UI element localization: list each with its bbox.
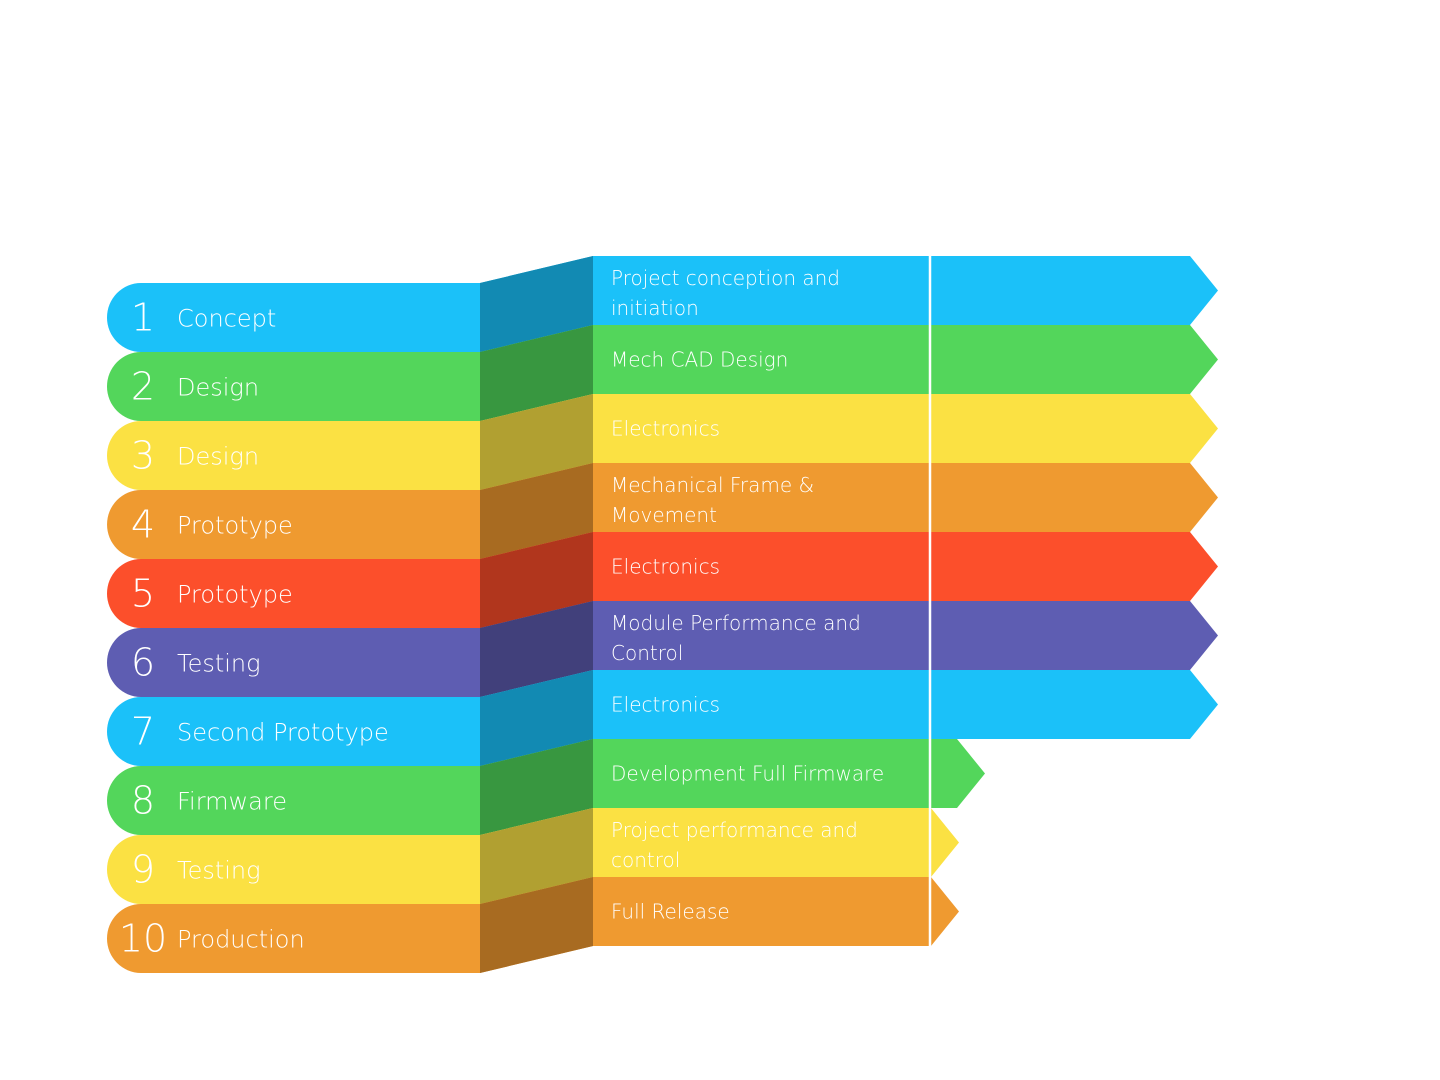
connector-shade xyxy=(480,463,593,559)
stage-name: Prototype xyxy=(177,512,293,540)
task-arrow xyxy=(593,463,1218,532)
stage-number: 3 xyxy=(131,434,155,478)
stage-number: 2 xyxy=(131,365,155,409)
stage-name: Firmware xyxy=(177,788,287,816)
stage-row: 10 Production Full Release xyxy=(107,877,959,973)
task-arrow xyxy=(593,256,1218,325)
stage-name: Second Prototype xyxy=(177,719,389,747)
task-label: Electronics xyxy=(611,417,720,441)
stage-number: 4 xyxy=(131,503,155,547)
task-label: Development Full Firmware xyxy=(611,762,884,786)
stage-name: Production xyxy=(177,926,305,954)
bands-layer: 1 Concept Project conception and initiation… xyxy=(107,256,1218,973)
stage-number: 5 xyxy=(131,572,155,616)
connector-shade xyxy=(480,394,593,490)
stage-number: 9 xyxy=(131,848,155,892)
stage-band xyxy=(107,835,481,904)
stage-number: 6 xyxy=(131,641,155,685)
stage-name: Design xyxy=(177,374,259,402)
stage-name: Testing xyxy=(177,857,261,885)
stage-row: 2 Design Mech CAD Design xyxy=(107,325,1218,421)
task-arrow xyxy=(593,325,1218,394)
stage-band xyxy=(107,421,481,490)
stage-name: Prototype xyxy=(177,581,293,609)
connector-shade xyxy=(480,670,593,766)
stage-row: 4 Prototype Mechanical Frame & Movement xyxy=(107,463,1218,559)
task-label: Electronics xyxy=(611,693,720,717)
task-label: Project conception and xyxy=(611,266,840,290)
connector-shade xyxy=(480,532,593,628)
connector-shade xyxy=(480,877,593,973)
task-arrow xyxy=(593,808,959,877)
stage-band xyxy=(107,628,481,697)
connector-shade xyxy=(480,739,593,835)
task-label: Electronics xyxy=(611,555,720,579)
task-arrow xyxy=(593,670,1218,739)
task-label: Mech CAD Design xyxy=(611,348,788,372)
task-label: control xyxy=(611,848,680,872)
stage-row: 8 Firmware Development Full Firmware xyxy=(107,739,985,835)
task-arrow xyxy=(593,739,985,808)
stage-band xyxy=(107,352,481,421)
task-label: Full Release xyxy=(611,900,730,924)
stage-band xyxy=(107,904,481,973)
stage-band xyxy=(107,283,481,352)
connector-shade xyxy=(480,256,593,352)
task-label: initiation xyxy=(611,296,699,320)
stage-band xyxy=(107,559,481,628)
task-arrow xyxy=(593,532,1218,601)
task-label: Movement xyxy=(611,503,717,527)
task-label: Module Performance and xyxy=(611,611,861,635)
stage-row: 3 Design Electronics xyxy=(107,394,1218,490)
task-label: Mechanical Frame & xyxy=(611,473,814,497)
stage-number: 7 xyxy=(131,710,155,754)
stage-name: Testing xyxy=(177,650,261,678)
task-label: Project performance and xyxy=(611,818,858,842)
task-arrow xyxy=(593,601,1218,670)
stage-number: 8 xyxy=(131,779,155,823)
stage-name: Concept xyxy=(177,305,276,333)
stage-number: 10 xyxy=(119,917,167,961)
stage-row: 1 Concept Project conception and initiation xyxy=(107,256,1218,352)
connector-shade xyxy=(480,808,593,904)
task-label: Control xyxy=(611,641,683,665)
stage-row: 7 Second Prototype Electronics xyxy=(107,670,1218,766)
stage-band xyxy=(107,697,481,766)
connector-shade xyxy=(480,601,593,697)
connector-shade xyxy=(480,325,593,421)
stage-band xyxy=(107,766,481,835)
task-arrow xyxy=(593,394,1218,463)
task-arrow xyxy=(593,877,959,946)
stage-row: 9 Testing Project performance and control xyxy=(107,808,959,904)
stage-row: 5 Prototype Electronics xyxy=(107,532,1218,628)
stage-number: 1 xyxy=(131,296,155,340)
stage-name: Design xyxy=(177,443,259,471)
stage-band xyxy=(107,490,481,559)
